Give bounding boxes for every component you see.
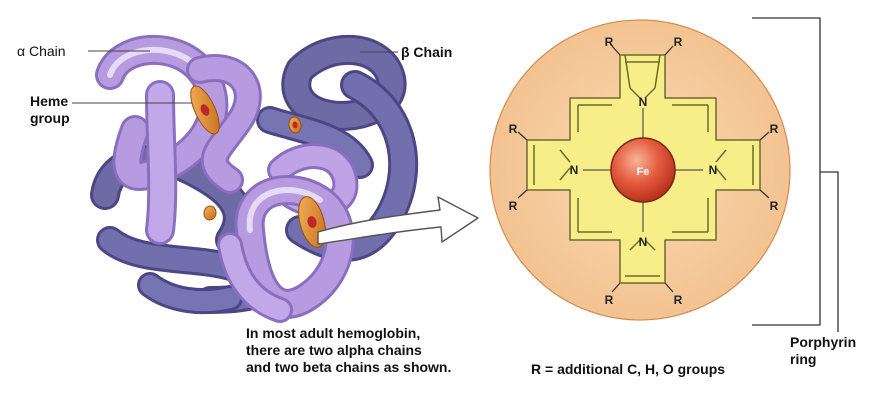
caption-line-2: there are two alpha chains bbox=[246, 342, 422, 358]
r-label: R bbox=[605, 35, 614, 49]
heme-disk-2 bbox=[288, 116, 302, 134]
r-group-labels: R R R R R R R R bbox=[509, 35, 779, 307]
heme-group-label-line1: Heme bbox=[30, 93, 69, 109]
hemoglobin-caption: In most adult hemoglobin, there are two … bbox=[246, 325, 451, 376]
coordination-bonds bbox=[583, 108, 703, 232]
nitrogen-label-bottom: N bbox=[639, 235, 648, 249]
porphyrin-ring-label: Porphyrin ring bbox=[790, 334, 856, 368]
r-label: R bbox=[674, 35, 683, 49]
leader-lines bbox=[72, 50, 398, 104]
nitrogen-label-top: N bbox=[639, 95, 648, 109]
iron-atom bbox=[610, 137, 676, 203]
caption-line-1: In most adult hemoglobin, bbox=[246, 325, 421, 341]
porphyrin-bracket bbox=[752, 17, 839, 332]
bond-lines bbox=[533, 54, 754, 277]
nitrogen-label-left: N bbox=[570, 163, 579, 177]
heme-disk-1 bbox=[190, 85, 220, 135]
r-label: R bbox=[605, 293, 614, 307]
hemoglobin-molecule bbox=[90, 35, 419, 323]
zoom-arrow bbox=[317, 196, 479, 245]
nitrogen-label-right: N bbox=[709, 163, 718, 177]
beta-chain-label: β Chain bbox=[401, 44, 453, 60]
porphyrin-label-line2: ring bbox=[790, 351, 817, 367]
porphyrin-label-line1: Porphyrin bbox=[790, 334, 857, 350]
r-label: R bbox=[770, 122, 779, 136]
iron-label: Fe bbox=[637, 166, 650, 178]
alpha-chain-label: α Chain bbox=[17, 43, 66, 59]
caption-line-3: and two beta chains as shown. bbox=[246, 359, 452, 375]
r-label: R bbox=[509, 199, 518, 213]
r-label: R bbox=[674, 293, 683, 307]
heme-group-label: Heme group bbox=[30, 93, 70, 127]
r-bond-stubs bbox=[517, 45, 770, 293]
r-label: R bbox=[770, 199, 779, 213]
r-group-definition: R = additional C, H, O groups bbox=[531, 361, 726, 377]
r-label: R bbox=[509, 122, 518, 136]
heme-disk-3 bbox=[203, 205, 217, 221]
porphyrin-ring-diagram: Fe N N N N R R R R R R R R bbox=[489, 19, 791, 321]
heme-group-label-line2: group bbox=[30, 110, 70, 126]
